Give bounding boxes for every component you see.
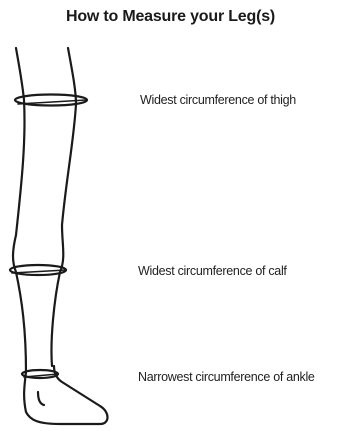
thigh-label: Widest circumference of thigh (140, 93, 296, 107)
heel-detail (38, 392, 44, 405)
calf-label: Widest circumference of calf (138, 264, 287, 278)
ankle-label: Narrowest circumference of ankle (138, 370, 315, 384)
